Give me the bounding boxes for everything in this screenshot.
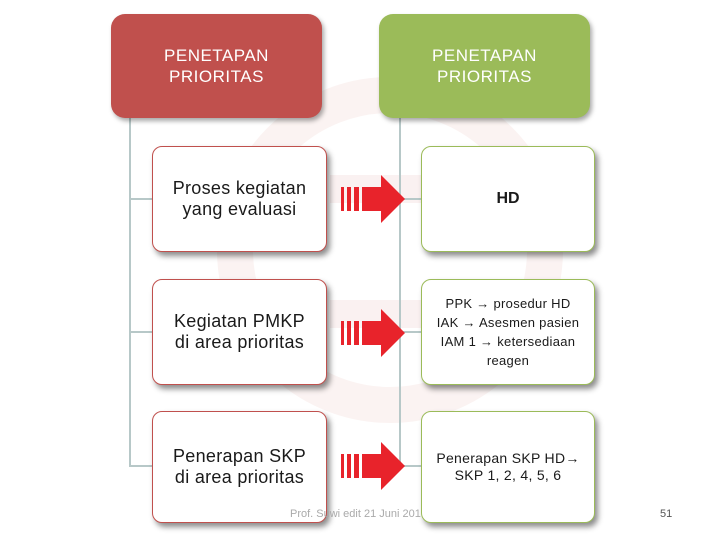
right-connector-row-3 <box>399 465 422 467</box>
left-box-2: Kegiatan PMKP di area prioritas <box>152 279 327 385</box>
left-box-1: Proses kegiatan yang evaluasi <box>152 146 327 252</box>
right-header: PENETAPAN PRIORITAS <box>379 14 590 118</box>
right-box-3-text: Penerapan SKP HD→ SKP 1, 2, 4, 5, 6 <box>436 450 580 483</box>
right-box-1-text: HD <box>496 190 520 207</box>
left-connector-row-2 <box>129 331 153 333</box>
right-arrow-icon <box>341 309 405 357</box>
footer-credit: Prof. Suwi edit 21 Juni 201 <box>290 508 421 520</box>
left-connector-row-1 <box>129 198 153 200</box>
left-header: PENETAPAN PRIORITAS <box>111 14 322 118</box>
right-box-1: HD <box>421 146 595 252</box>
right-arrow-icon <box>341 175 405 223</box>
right-connector-row-1 <box>399 198 422 200</box>
left-box-2-text: Kegiatan PMKP di area prioritas <box>174 311 305 352</box>
left-box-3: Penerapan SKP di area prioritas <box>152 411 327 523</box>
right-arrow-icon <box>341 442 405 490</box>
right-header-text: PENETAPAN PRIORITAS <box>432 46 537 86</box>
right-box-2: PPK → prosedur HD IAK → Asesmen pasien I… <box>421 279 595 385</box>
left-header-text: PENETAPAN PRIORITAS <box>164 46 269 86</box>
page-number: 51 <box>660 508 673 520</box>
right-box-3: Penerapan SKP HD→ SKP 1, 2, 4, 5, 6 <box>421 411 595 523</box>
right-connector-vertical <box>399 118 401 466</box>
left-connector-row-3 <box>129 465 153 467</box>
left-box-1-text: Proses kegiatan yang evaluasi <box>172 178 307 219</box>
left-box-3-text: Penerapan SKP di area prioritas <box>173 446 306 487</box>
right-box-2-text: PPK → prosedur HD IAK → Asesmen pasien I… <box>436 296 580 368</box>
left-connector-vertical <box>129 118 131 466</box>
right-connector-row-2 <box>399 331 422 333</box>
